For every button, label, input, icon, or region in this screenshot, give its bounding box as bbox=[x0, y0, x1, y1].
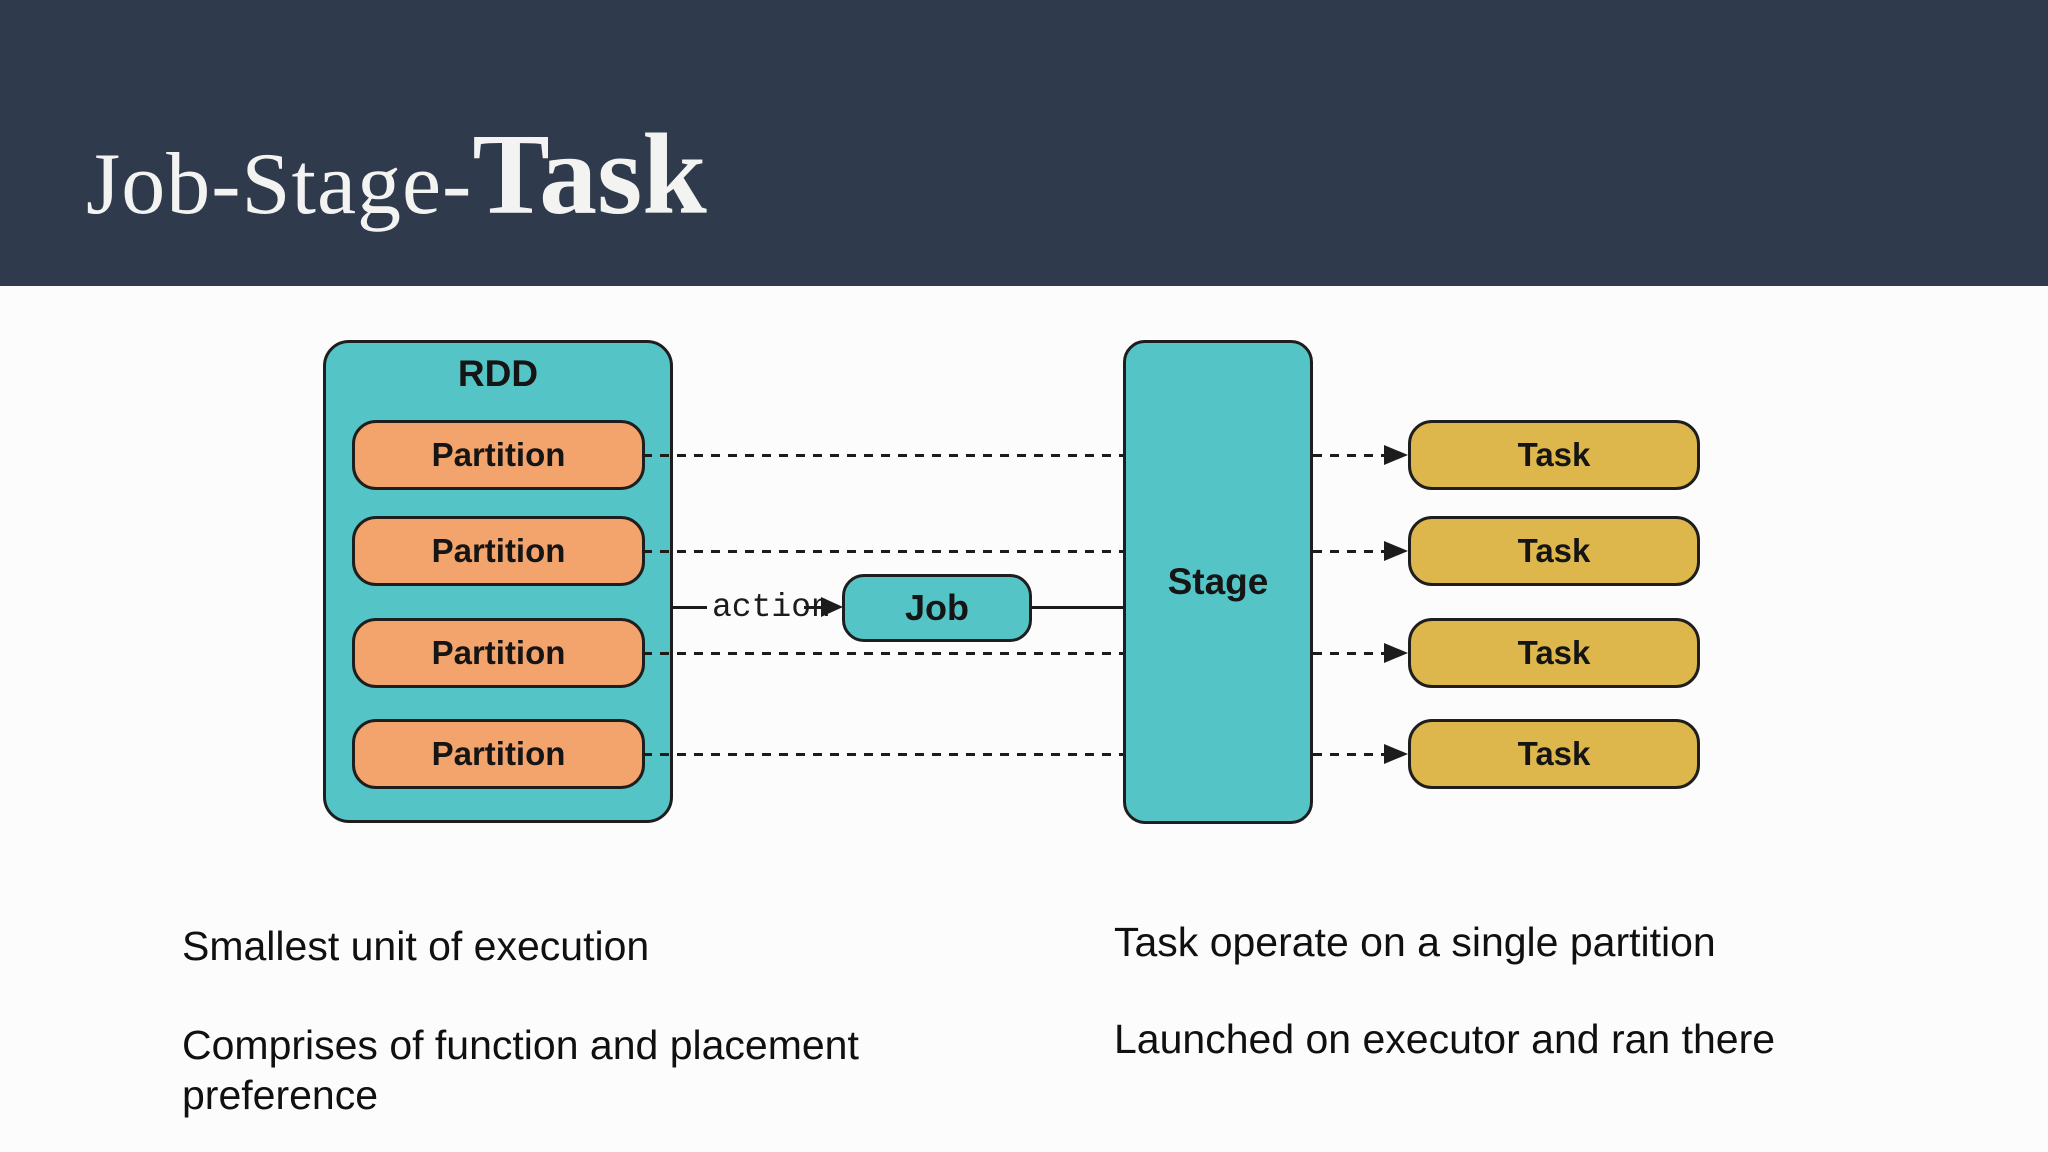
note-task-partition: Task operate on a single partition bbox=[1114, 919, 1716, 965]
task-arrowhead-icon-2 bbox=[1384, 541, 1408, 561]
partition-label-2: Partition bbox=[431, 532, 566, 569]
partition-stage-connector-2 bbox=[643, 550, 1123, 553]
partition-label-1: Partition bbox=[431, 436, 566, 473]
action-arrowhead-icon bbox=[821, 597, 843, 617]
slide-header: Job-Stage-Task bbox=[0, 0, 2048, 286]
task-box-1: Task bbox=[1408, 420, 1700, 490]
partition-box-2: Partition bbox=[352, 516, 645, 586]
task-box-4: Task bbox=[1408, 719, 1700, 789]
title-regular-text: Job-Stage- bbox=[86, 136, 473, 233]
partition-box-3: Partition bbox=[352, 618, 645, 688]
note-smallest-unit: Smallest unit of execution bbox=[182, 923, 650, 969]
title-bold-text: Task bbox=[472, 111, 707, 239]
partition-label-4: Partition bbox=[431, 735, 566, 772]
partition-stage-connector-1 bbox=[643, 454, 1123, 457]
partition-stage-connector-3 bbox=[643, 652, 1123, 655]
task-arrowhead-icon-3 bbox=[1384, 643, 1408, 663]
task-box-2: Task bbox=[1408, 516, 1700, 586]
task-label-3: Task bbox=[1517, 634, 1591, 671]
partition-stage-connector-4 bbox=[643, 753, 1123, 756]
job-box: Job bbox=[842, 574, 1032, 642]
partition-label-3: Partition bbox=[431, 634, 566, 671]
note-launched-executor: Launched on executor and ran there bbox=[1114, 1016, 1776, 1062]
job-stage-line bbox=[1032, 606, 1123, 609]
rdd-action-line bbox=[673, 606, 707, 609]
stage-task-connector-3 bbox=[1313, 652, 1385, 655]
stage-box: Stage bbox=[1123, 340, 1313, 824]
partition-box-1: Partition bbox=[352, 420, 645, 490]
task-arrowhead-icon-4 bbox=[1384, 744, 1408, 764]
rdd-label: RDD bbox=[457, 353, 539, 394]
job-label: Job bbox=[904, 587, 969, 628]
rdd-box: RDD Partition Partition Partition Partit… bbox=[323, 340, 673, 823]
partition-box-4: Partition bbox=[352, 719, 645, 789]
task-label-2: Task bbox=[1517, 532, 1591, 569]
stage-task-connector-2 bbox=[1313, 550, 1385, 553]
task-box-3: Task bbox=[1408, 618, 1700, 688]
task-arrowhead-icon-1 bbox=[1384, 445, 1408, 465]
slide-title: Job-Stage-Task bbox=[86, 111, 707, 240]
task-label-4: Task bbox=[1517, 735, 1591, 772]
action-job-line bbox=[804, 606, 824, 609]
task-label-1: Task bbox=[1517, 436, 1591, 473]
stage-task-connector-1 bbox=[1313, 454, 1385, 457]
stage-task-connector-4 bbox=[1313, 753, 1385, 756]
note-comprises: Comprises of function and placement pref… bbox=[182, 1022, 859, 1118]
stage-label: Stage bbox=[1167, 561, 1269, 602]
